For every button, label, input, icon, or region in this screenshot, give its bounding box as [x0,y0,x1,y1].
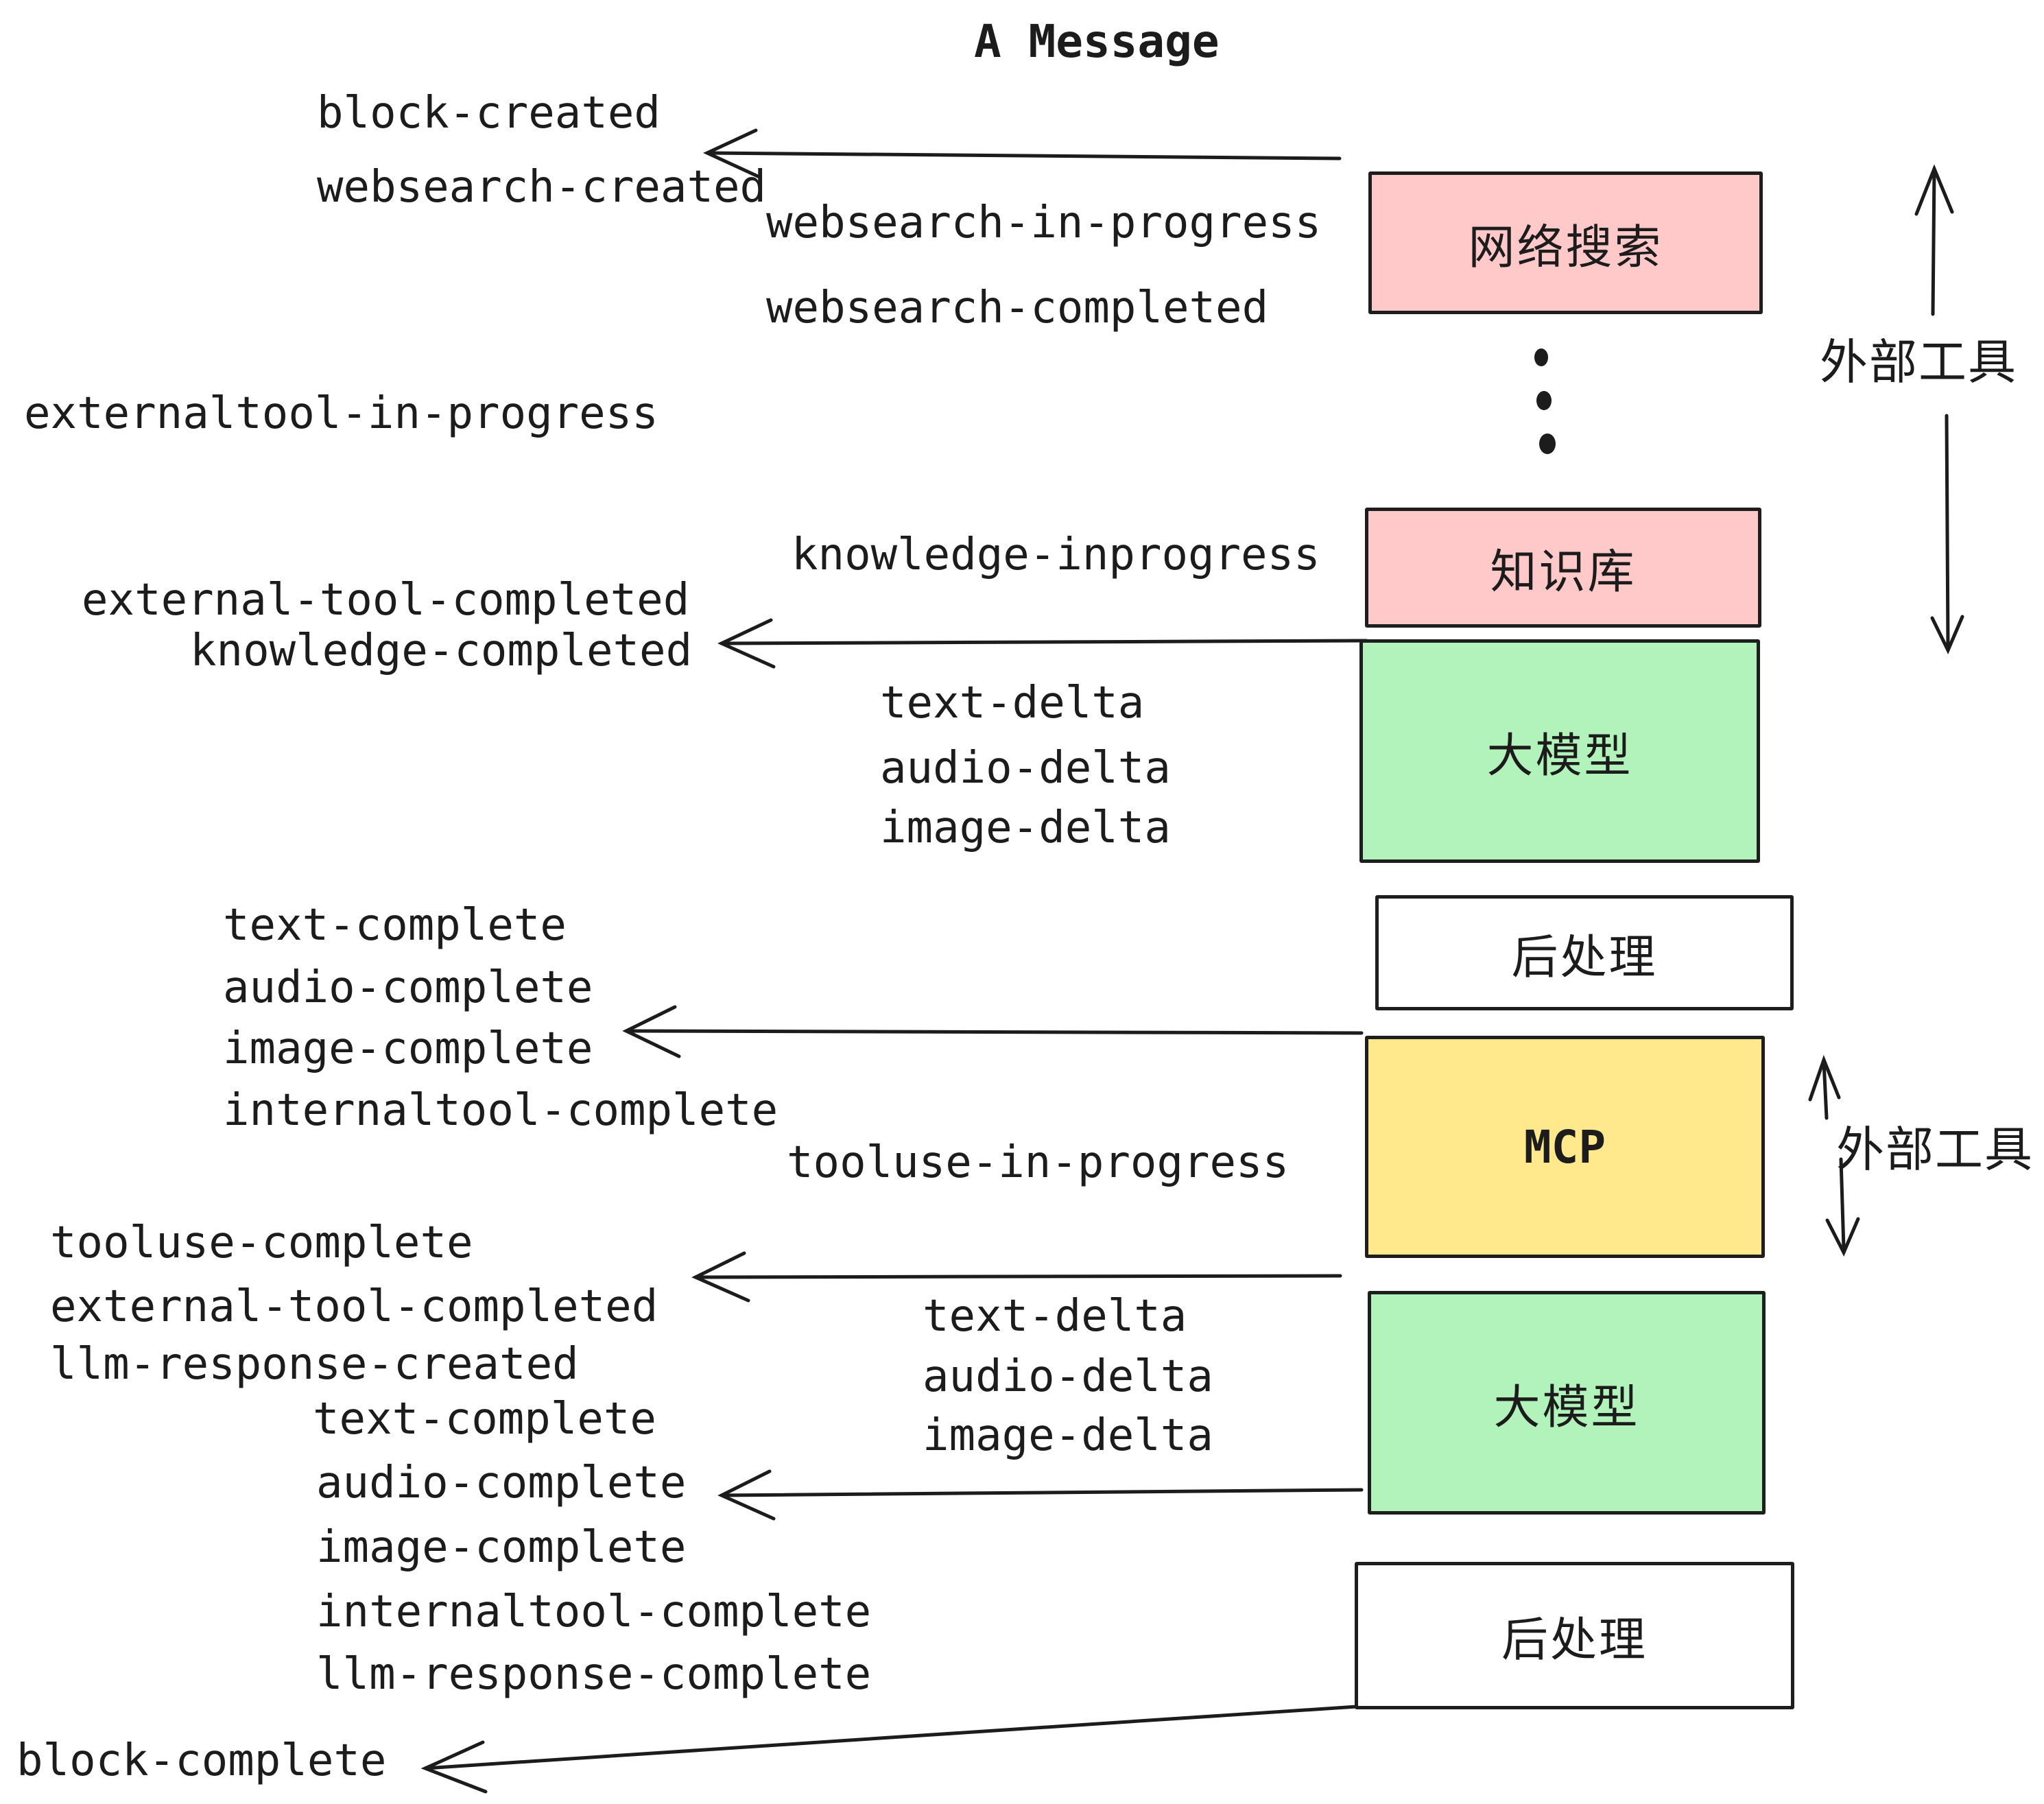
external-tools-arrow-up-1 [1914,164,1954,316]
knowledge-base-box-label: 知识库 [1490,546,1637,598]
external-tools-arrow-down-1 [1930,414,1964,654]
event-text-complete-1: text-complete [223,900,567,951]
event-llm-response-created: llm-response-created [50,1339,579,1390]
postprocess-box-1: 后处理 [1375,895,1794,1010]
llm-box-1: 大模型 [1359,639,1760,863]
ellipsis-dots-icon [1534,348,1556,454]
arrow-audio-complete [717,1469,1364,1521]
event-internaltool-complete-2: internaltool-complete [316,1587,872,1637]
arrow-image-complete [622,1005,1364,1058]
external-tools-annotation-top: 外部工具 [1820,335,2017,389]
arrow-block-complete [420,1705,1359,1794]
event-block-complete: block-complete [16,1735,387,1786]
event-external-tool-completed-1: external-tool-completed [82,575,690,626]
arrow-knowledge-completed [717,618,1368,669]
event-block-created: block-created [317,88,661,139]
event-tooluse-complete: tooluse-complete [50,1218,473,1268]
arrow-tooluse-complete [691,1251,1342,1303]
event-text-complete-2: text-complete [313,1394,656,1445]
event-websearch-in-progress: websearch-in-progress [766,198,1322,248]
event-knowledge-inprogress: knowledge-inprogress [792,530,1320,580]
event-text-delta-2: text-delta [923,1291,1187,1342]
event-audio-complete-2: audio-complete [316,1458,687,1508]
event-tooluse-in-progress: tooluse-in-progress [787,1137,1290,1188]
event-externaltool-in-progress: externaltool-in-progress [24,388,658,439]
event-llm-response-complete: llm-response-complete [316,1649,872,1700]
event-websearch-completed: websearch-completed [766,283,1269,333]
event-text-delta-1: text-delta [880,678,1145,728]
event-audio-delta-2: audio-delta [923,1351,1213,1402]
event-audio-complete-1: audio-complete [223,962,593,1013]
diagram-title: A Message [974,15,1220,68]
postprocess-box-2: 后处理 [1355,1562,1794,1709]
event-external-tool-completed-2: external-tool-completed [50,1281,658,1332]
postprocess-box-1-label: 后处理 [1511,931,1658,984]
event-internaltool-complete-1: internaltool-complete [223,1085,779,1136]
event-websearch-created: websearch-created [317,162,767,213]
event-knowledge-completed: knowledge-completed [190,626,693,676]
external-tools-arrow-up-2 [1808,1054,1841,1120]
event-audio-delta-1: audio-delta [880,743,1171,794]
mcp-box: MCP [1365,1036,1765,1258]
llm-box-2-label: 大模型 [1493,1381,1640,1434]
mcp-box-label: MCP [1523,1120,1606,1174]
llm-box-1-label: 大模型 [1486,729,1633,782]
llm-box-2: 大模型 [1368,1291,1766,1515]
event-image-complete-2: image-complete [316,1522,687,1573]
websearch-box-label: 网络搜索 [1468,221,1663,274]
external-tools-annotation-bottom: 外部工具 [1836,1123,2034,1176]
websearch-box: 网络搜索 [1368,171,1763,314]
external-tools-arrow-down-2 [1825,1157,1860,1257]
knowledge-base-box: 知识库 [1365,508,1761,628]
event-image-delta-1: image-delta [880,803,1171,853]
event-image-complete-1: image-complete [223,1023,593,1074]
event-image-delta-2: image-delta [923,1410,1213,1461]
arrow-block-created [703,128,1342,179]
postprocess-box-2-label: 后处理 [1501,1614,1648,1666]
